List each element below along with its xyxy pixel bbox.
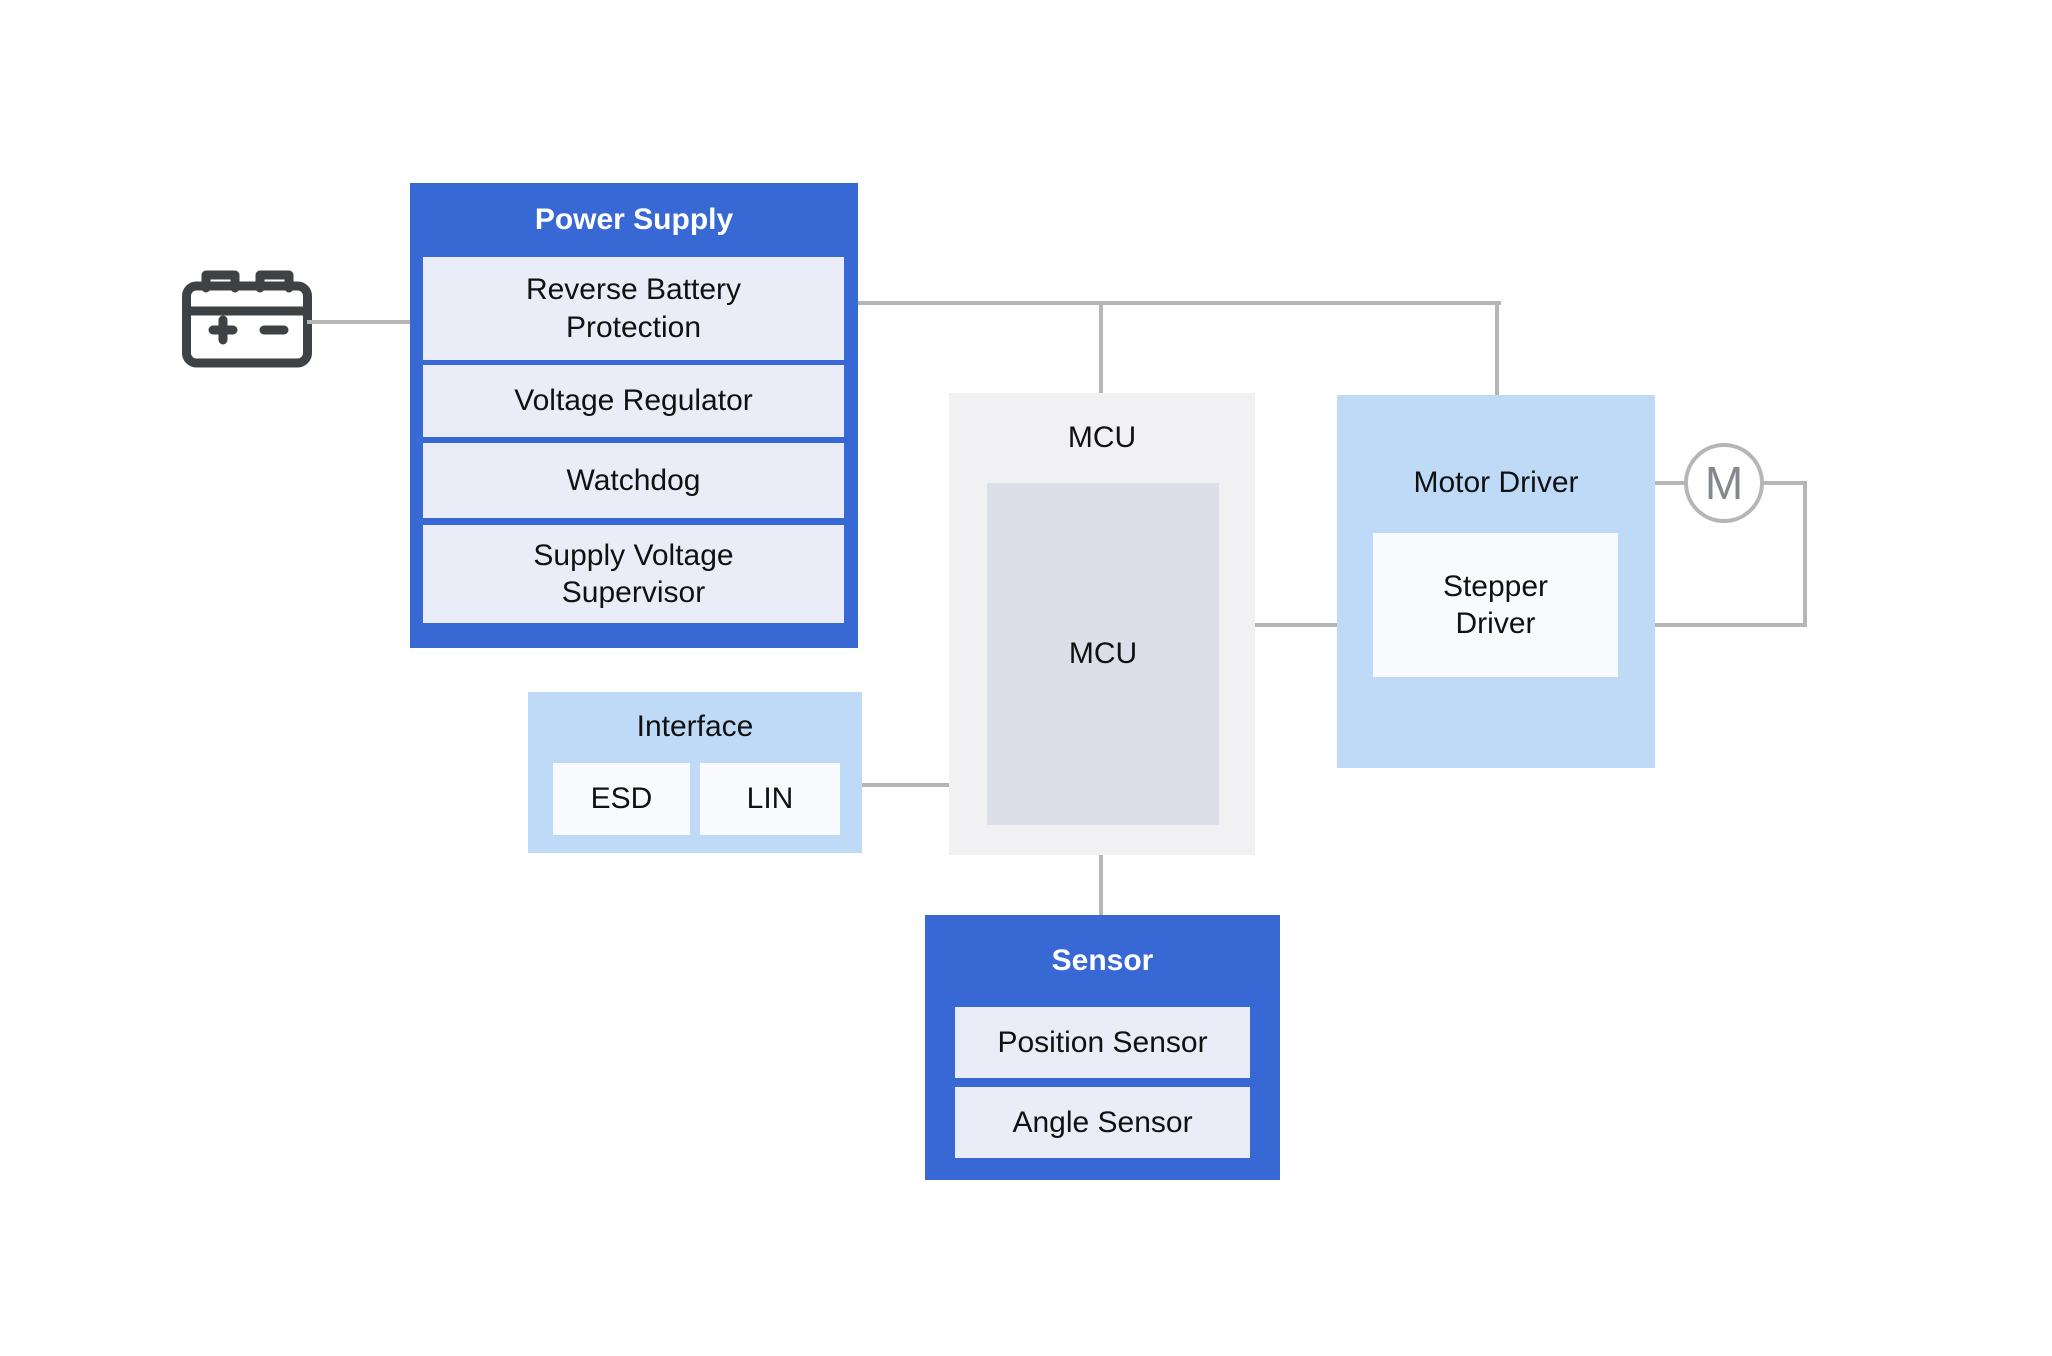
sensor-item-position-sensor: Position Sensor	[955, 1007, 1250, 1078]
car-battery-icon	[182, 270, 312, 368]
motor-label: M	[1704, 457, 1744, 509]
connector-power-supply-output	[858, 301, 1501, 305]
connector-drop-to-mcu	[1099, 301, 1103, 393]
connector-mcu-to-sensor	[1099, 855, 1103, 915]
mcu-title: MCU	[949, 393, 1255, 483]
connector-motor-loop-vertical	[1803, 481, 1807, 627]
connector-motor-driver-to-motor	[1655, 481, 1686, 485]
power-supply-item-watchdog: Watchdog	[423, 443, 844, 518]
connector-mcu-to-motor-driver	[1255, 623, 1337, 627]
mcu-title-label: MCU	[1067, 421, 1137, 454]
interface-title-label: Interface	[636, 710, 754, 743]
connector-interface-to-mcu	[862, 783, 949, 787]
mcu-inner-label: MCU	[1068, 637, 1138, 670]
motor-driver-block: Motor Driver Stepper Driver	[1337, 395, 1655, 768]
motor-circle-icon: M	[1684, 443, 1764, 523]
battery-plus	[208, 315, 238, 345]
power-supply-item-voltage-regulator: Voltage Regulator	[423, 365, 844, 437]
sensor-title-label: Sensor	[1051, 944, 1154, 977]
connector-drop-to-motor-driver	[1495, 301, 1499, 395]
power-supply-title: Power Supply	[410, 183, 858, 257]
connector-motor-loop-bottom	[1655, 623, 1807, 627]
power-supply-title-label: Power Supply	[534, 203, 734, 236]
connector-motor-right	[1762, 481, 1807, 485]
power-supply-item-reverse-battery-protection: Reverse Battery Protection	[423, 257, 844, 360]
mcu-block: MCU MCU	[949, 393, 1255, 855]
sensor-block: Sensor Position Sensor Angle Sensor	[925, 915, 1280, 1180]
interface-item-lin: LIN	[700, 763, 840, 835]
battery-body	[182, 281, 312, 368]
motor-driver-title: Motor Driver	[1337, 453, 1655, 513]
power-supply-item-supply-voltage-supervisor: Supply Voltage Supervisor	[423, 525, 844, 623]
sensor-item-angle-sensor: Angle Sensor	[955, 1087, 1250, 1158]
power-supply-block: Power Supply Reverse Battery Protection …	[410, 183, 858, 648]
interface-title: Interface	[528, 692, 862, 762]
interface-item-esd: ESD	[553, 763, 690, 835]
motor-driver-title-label: Motor Driver	[1413, 466, 1579, 499]
interface-block: Interface ESD LIN	[528, 692, 862, 853]
connector-battery-to-power-supply	[307, 320, 410, 324]
sensor-title: Sensor	[925, 915, 1280, 1007]
motor-driver-item-stepper-driver: Stepper Driver	[1373, 533, 1618, 677]
mcu-inner-chip: MCU	[987, 483, 1219, 825]
